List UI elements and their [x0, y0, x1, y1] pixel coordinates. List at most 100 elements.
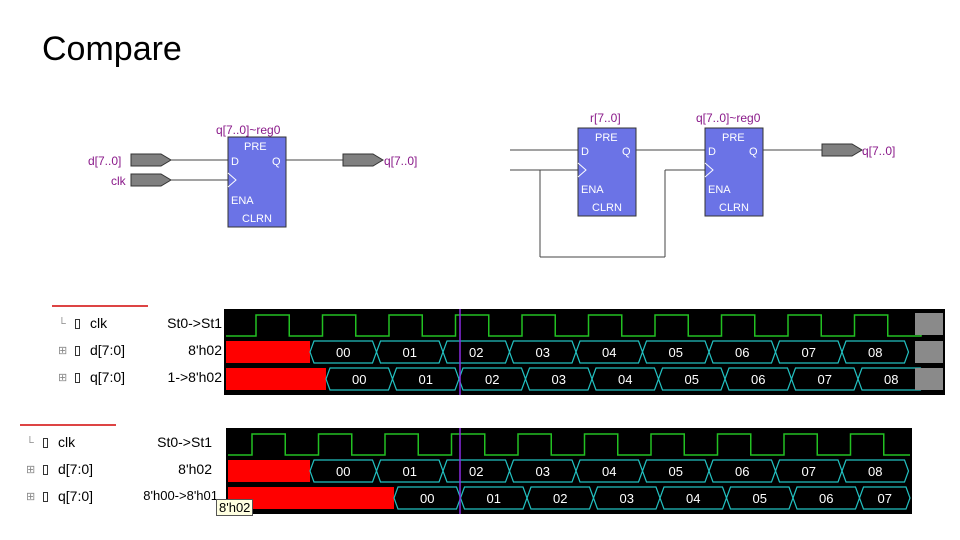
bus-value-label: 04	[602, 464, 616, 479]
wave-background	[224, 309, 945, 395]
undefined-segment	[228, 487, 394, 509]
bus-value-label: 00	[336, 464, 350, 479]
bus-value-label: 03	[536, 464, 550, 479]
clk-trace	[226, 314, 943, 337]
bus-value-label: 04	[618, 372, 632, 387]
undefined-segment	[226, 341, 310, 363]
bus-value-label: 03	[536, 345, 550, 360]
svg-text:D: D	[231, 156, 239, 168]
signal-icon	[43, 465, 48, 475]
wave2-row-d[interactable]: ⊞ d[7:0] 8'h02	[20, 459, 212, 481]
bus-value-label: 02	[485, 372, 499, 387]
svg-text:PRE: PRE	[722, 132, 745, 144]
bus-value-label: 03	[552, 372, 566, 387]
waveform-panel-2: └ clk St0->St1 ⊞ d[7:0] 8'h02 ⊞ q[7:0] 8…	[20, 428, 912, 516]
right-register-2	[704, 127, 764, 217]
svg-text:D: D	[581, 146, 589, 158]
wave2-row-q[interactable]: ⊞ q[7:0] 8'h00->8'h01	[20, 486, 220, 508]
bus-value-label: 01	[403, 345, 417, 360]
schematic-diagrams: q[7..0]~reg0 d[7..0] clk PRE D Q ENA CLR…	[88, 111, 895, 258]
schematic-right: r[7..0] q[7..0]~reg0 PRE D Q ENA CLRN PR…	[510, 111, 895, 258]
svg-text:PRE: PRE	[595, 132, 618, 144]
gray-end-block	[915, 313, 943, 335]
bus-value-label: 04	[686, 491, 700, 506]
svg-text:PRE: PRE	[244, 141, 267, 153]
bus-value-label: 07	[818, 372, 832, 387]
bus-value-label: 01	[487, 491, 501, 506]
right-reg2-label: q[7..0]~reg0	[696, 111, 761, 125]
expand-plus-icon[interactable]: ⊞	[58, 372, 68, 384]
bus-value-label: 08	[884, 372, 898, 387]
right-output-pin-q	[821, 143, 863, 157]
right-output-label-q: q[7..0]	[862, 144, 895, 158]
output-label-q: q[7..0]	[384, 154, 417, 168]
bus-value-label: 07	[878, 491, 892, 506]
value-tooltip: 8'h02	[216, 499, 254, 516]
right-register-1	[577, 127, 637, 217]
wave1-row-d[interactable]: ⊞ d[7:0] 8'h02	[52, 340, 222, 362]
svg-text:CLRN: CLRN	[719, 202, 749, 214]
bus-value-label: 05	[669, 345, 683, 360]
bus-value-label: 05	[753, 491, 767, 506]
expand-plus-icon[interactable]: ⊞	[58, 345, 68, 357]
svg-text:CLRN: CLRN	[242, 213, 272, 225]
bus-value-label: 04	[602, 345, 616, 360]
bus-value-label: 02	[469, 345, 483, 360]
input-pin-clk	[130, 173, 172, 187]
bus-value-label: 07	[802, 464, 816, 479]
bus-value-label: 01	[419, 372, 433, 387]
bus-value-label: 06	[819, 491, 833, 506]
expand-plus-icon[interactable]: ⊞	[26, 464, 36, 476]
input-label-d: d[7..0]	[88, 154, 121, 168]
svg-text:CLRN: CLRN	[592, 202, 622, 214]
wave1-header-line	[52, 305, 148, 307]
signal-icon	[75, 373, 80, 383]
signal-icon	[43, 438, 48, 448]
svg-text:ENA: ENA	[708, 184, 731, 196]
svg-text:ENA: ENA	[231, 195, 254, 207]
left-reg-label: q[7..0]~reg0	[216, 123, 281, 137]
schematic-left: q[7..0]~reg0 d[7..0] clk PRE D Q ENA CLR…	[88, 123, 417, 228]
bus-segment	[841, 459, 910, 483]
bus-value-label: 02	[469, 464, 483, 479]
signal-icon	[43, 492, 48, 502]
bus-value-label: 06	[735, 345, 749, 360]
input-pin-d	[130, 153, 172, 167]
bus-value-label: 05	[669, 464, 683, 479]
signal-icon	[75, 346, 80, 356]
output-pin-q	[342, 153, 384, 167]
left-register	[227, 136, 287, 228]
svg-text:Q: Q	[622, 146, 631, 158]
wave2-header-line	[20, 424, 116, 426]
svg-text:ENA: ENA	[581, 184, 604, 196]
wave2-row-clk[interactable]: └ clk St0->St1	[26, 434, 212, 450]
bus-value-label: 03	[620, 491, 634, 506]
waveform-panel-1: └ clk St0->St1 ⊞ d[7:0] 8'h02 ⊞ q[7:0] 1…	[52, 309, 945, 395]
right-reg1-label: r[7..0]	[590, 111, 621, 125]
svg-text:D: D	[708, 146, 716, 158]
bus-value-label: 00	[352, 372, 366, 387]
bus-value-label: 01	[403, 464, 417, 479]
signal-icon	[75, 319, 80, 329]
bus-segment	[858, 486, 911, 510]
bus-value-label: 08	[868, 345, 882, 360]
bus-value-label: 05	[685, 372, 699, 387]
wave1-row-q[interactable]: ⊞ q[7:0] 1->8'h02	[52, 367, 222, 389]
bus-value-label: 07	[802, 345, 816, 360]
undefined-segment	[228, 460, 310, 482]
gray-end-block	[915, 368, 943, 390]
input-label-clk: clk	[111, 174, 127, 188]
bus-value-label: 06	[751, 372, 765, 387]
svg-text:Q: Q	[749, 146, 758, 158]
slide-title: Compare	[42, 30, 182, 68]
undefined-segment	[226, 368, 326, 390]
svg-text:Q: Q	[272, 156, 281, 168]
bus-value-label: 02	[553, 491, 567, 506]
wave1-row-clk[interactable]: └ clk St0->St1	[58, 315, 222, 331]
expand-plus-icon[interactable]: ⊞	[26, 491, 36, 503]
clk-trace	[228, 433, 910, 456]
bus-value-label: 06	[735, 464, 749, 479]
bus-segment	[841, 340, 910, 364]
